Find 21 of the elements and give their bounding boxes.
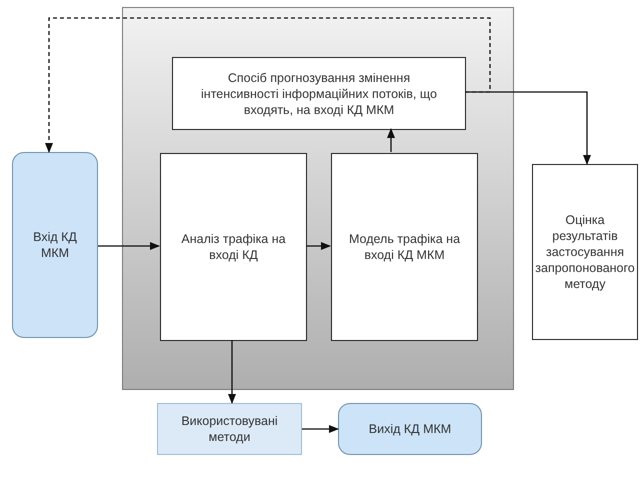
box-label: Вхід КД МКМ — [32, 229, 78, 261]
dashed-arrow — [45, 17, 491, 153]
process-box — [157, 403, 302, 455]
arrow — [302, 425, 339, 433]
box-label: Використовувані методи — [180, 413, 279, 445]
box-label: Спосіб прогнозування змінення інтенсивності інформаційних потоків, що входять, на вході КД МКМ — [200, 70, 438, 118]
rounded-box — [12, 152, 98, 338]
arrow — [228, 340, 236, 404]
rounded-box — [338, 403, 482, 455]
container-panel — [122, 7, 514, 390]
process-box — [331, 153, 478, 341]
process-box — [172, 57, 466, 130]
arrow — [306, 242, 331, 250]
box-label: Аналіз трафіка на вході КД — [180, 231, 287, 263]
arrow — [98, 242, 160, 250]
box-label: Оцінка результатів застосування запропонованого методу — [534, 212, 636, 292]
arrow — [387, 128, 395, 152]
process-box — [532, 164, 638, 340]
box-label: Вихід КД МКМ — [368, 421, 452, 437]
box-label: Модель трафіка на вході КД МКМ — [348, 231, 462, 263]
process-box — [160, 153, 307, 341]
